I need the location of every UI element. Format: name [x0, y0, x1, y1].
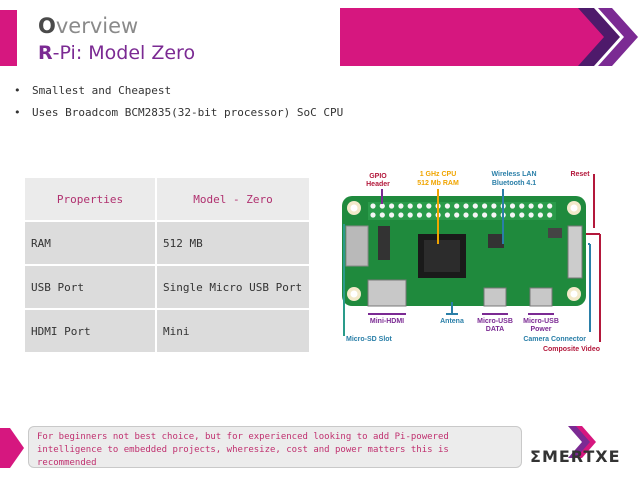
title-rest: verview [55, 14, 139, 38]
gpio-pin [398, 203, 404, 209]
table-row: RAM 512 MB [25, 222, 309, 264]
gpio-pin [509, 203, 516, 209]
usb-data-label-2: DATA [486, 326, 504, 333]
logo-sigma: Σ [530, 447, 542, 466]
micro-usb-power-port [529, 287, 553, 307]
gpio-pin [370, 203, 376, 209]
header-banner [340, 8, 638, 66]
table-header-cell: Properties [25, 178, 155, 220]
gpio-pin [537, 212, 543, 218]
gpio-pin [482, 212, 488, 218]
page-subtitle: R-Pi: Model Zero [38, 42, 195, 64]
gpio-pin [426, 212, 432, 218]
bullet-list: •Smallest and Cheapest •Uses Broadcom BC… [14, 84, 343, 128]
gpio-pin [379, 212, 385, 218]
gpio-pin [426, 203, 432, 209]
mini-hdmi-label: Mini-HDMI [370, 318, 404, 325]
gpio-pin [491, 212, 497, 218]
subtitle-rest: -Pi: Model Zero [52, 42, 196, 64]
table-cell: Single Micro USB Port [157, 266, 309, 308]
gpio-pin [472, 203, 478, 209]
gpio-pin [463, 212, 469, 218]
gpio-pin [519, 203, 525, 209]
gpio-pin [370, 212, 376, 218]
logo-text: MERTXE [541, 447, 621, 466]
title-initial: O [38, 14, 56, 38]
logo-wordmark: ΣMERTXE [530, 447, 621, 466]
table-cell: 512 MB [157, 222, 309, 264]
gpio-pin [454, 203, 460, 209]
gpio-pin [444, 212, 450, 218]
gpio-pin [389, 203, 395, 209]
camera-connector [567, 225, 583, 279]
bullet-text: Uses Broadcom BCM2835(32-bit processor) … [32, 106, 344, 119]
gpio-pin [547, 203, 553, 209]
gpio-pin [463, 203, 469, 209]
gpio-pin [491, 203, 497, 209]
gpio-pin [454, 212, 460, 218]
gpio-pin [528, 203, 534, 209]
usb-data-label-1: Micro-USB [477, 318, 513, 325]
list-item: •Uses Broadcom BCM2835(32-bit processor)… [14, 106, 343, 128]
raspberry-pi-zero-diagram: GPIO Header 1 GHz CPU 512 Mb RAM Wireles… [342, 171, 601, 353]
wlan-label-1: Wireless LAN [491, 171, 536, 178]
gpio-pin [444, 203, 450, 209]
gpio-pin [528, 212, 534, 218]
gpio-pin [379, 203, 385, 209]
gpio-pin [416, 203, 423, 209]
table-header-row: Properties Model - Zero [25, 178, 309, 220]
gpio-pin [482, 203, 488, 209]
table-cell: RAM [25, 222, 155, 264]
gpio-pin [407, 203, 413, 209]
table-cell: USB Port [25, 266, 155, 308]
sd-card-slot [345, 225, 369, 267]
subtitle-initial: R [38, 42, 53, 64]
gpio-label-1: GPIO [369, 173, 387, 180]
wlan-label-2: Bluetooth 4.1 [492, 180, 536, 187]
footer-accent-chevron [0, 428, 24, 468]
page-title: Overview [38, 14, 138, 38]
gpio-pin [509, 212, 516, 218]
micro-sd-label: Micro-SD Slot [346, 336, 393, 343]
emertxe-logo [568, 426, 596, 458]
cpu-label-1: 1 GHz CPU [420, 171, 457, 178]
gpio-pin [519, 212, 525, 218]
bullet-text: Smallest and Cheapest [32, 84, 172, 97]
usb-power-label-2: Power [530, 326, 551, 333]
gpio-pin [472, 212, 478, 218]
composite-label: Composite Video [543, 346, 600, 353]
gpio-pin [537, 203, 543, 209]
reset-label: Reset [570, 171, 590, 178]
recommendation-note: For beginners not best choice, but for e… [28, 426, 522, 468]
table-header-cell: Model - Zero [157, 178, 309, 220]
list-item: •Smallest and Cheapest [14, 84, 343, 106]
gpio-pin [398, 212, 404, 218]
antena-label: Antena [440, 318, 464, 325]
table-row: USB Port Single Micro USB Port [25, 266, 309, 308]
micro-usb-data-port [483, 287, 507, 307]
usb-power-label-1: Micro-USB [523, 318, 559, 325]
properties-table: Properties Model - Zero RAM 512 MB USB P… [23, 176, 311, 354]
gpio-header [368, 202, 556, 220]
camera-label: Camera Connector [523, 336, 586, 343]
title-accent-bar [0, 10, 17, 66]
gpio-pin [389, 212, 395, 218]
gpio-pin [416, 212, 423, 218]
mini-hdmi-port [367, 279, 407, 307]
table-cell: Mini [157, 310, 309, 352]
table-row: HDMI Port Mini [25, 310, 309, 352]
gpio-pin [547, 212, 553, 218]
gpio-pin [407, 212, 413, 218]
table-cell: HDMI Port [25, 310, 155, 352]
gpio-label-2: Header [366, 181, 390, 188]
cpu-label-2: 512 Mb RAM [417, 180, 459, 187]
